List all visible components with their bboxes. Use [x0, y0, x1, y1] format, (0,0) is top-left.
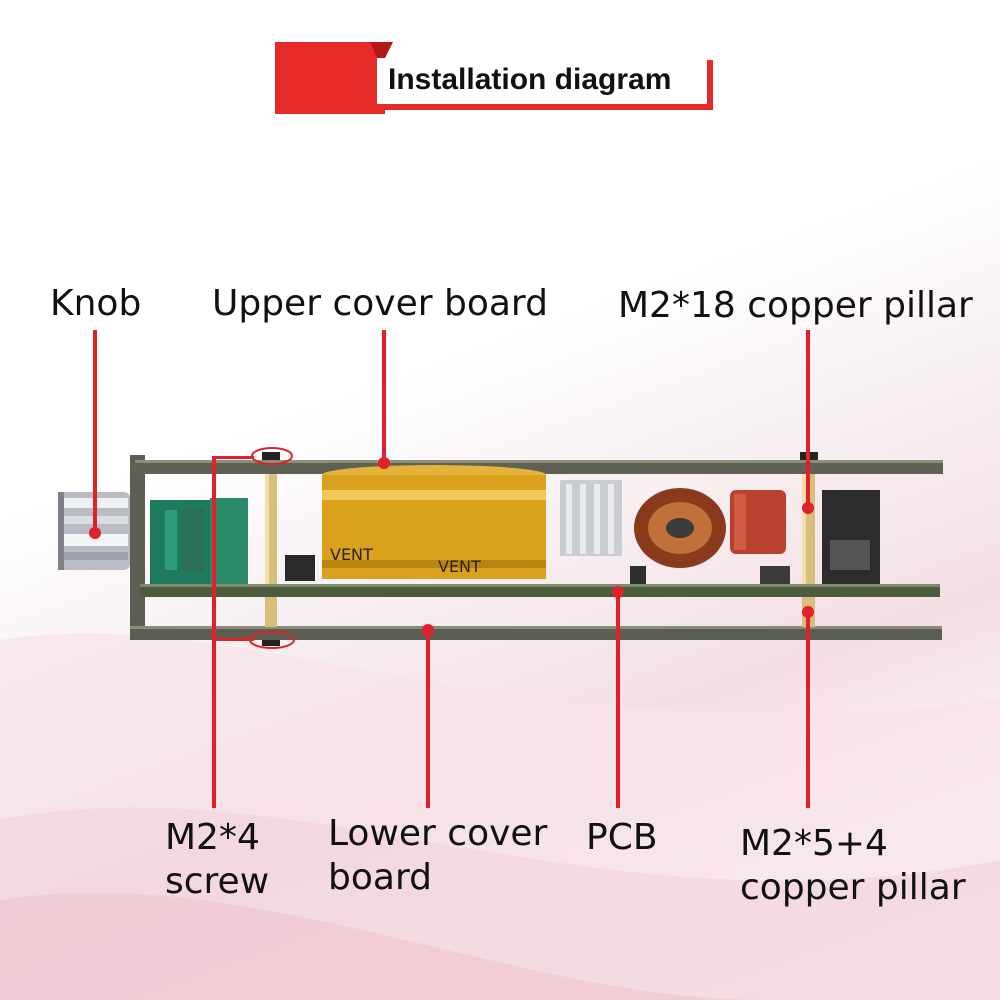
label-m2-18-copper-pillar: M2*18 copper pillar: [618, 285, 973, 326]
label-m2-5-4-copper-pillar-line2: copper pillar: [740, 867, 966, 908]
label-m2-5-4-copper-pillar-line1: M2*5+4: [740, 823, 888, 864]
lower-cover-leader: [426, 630, 430, 808]
m2-4-screw-leader-top: [212, 456, 254, 459]
m2-18-pillar-leader-dot: [802, 502, 814, 514]
label-m2-4-screw: M2*4 screw: [165, 816, 269, 904]
label-m2-5-4-copper-pillar: M2*5+4 copper pillar: [740, 822, 966, 910]
m2-4-screw-leader-bottom: [212, 638, 254, 641]
m2-4-screw-leader-vertical: [212, 456, 216, 808]
label-knob: Knob: [50, 283, 142, 324]
m2-18-pillar-leader: [806, 330, 810, 508]
knob-leader-dot: [89, 527, 101, 539]
label-lower-cover-board-line2: board: [328, 857, 432, 898]
label-m2-4-screw-line1: M2*4: [165, 817, 260, 858]
pcb-leader: [616, 592, 620, 808]
label-upper-cover-board: Upper cover board: [212, 283, 548, 324]
label-m2-4-screw-line2: screw: [165, 861, 270, 902]
upper-cover-leader-dot: [378, 457, 390, 469]
lower-cover-leader-dot: [422, 624, 434, 636]
capacitor-label-right: VENT: [438, 557, 481, 576]
label-lower-cover-board: Lower cover board: [328, 812, 547, 900]
upper-cover-leader: [382, 330, 386, 463]
page-title: Installation diagram: [388, 63, 672, 96]
knob-leader: [93, 330, 97, 533]
label-lower-cover-board-line1: Lower cover: [328, 813, 548, 854]
capacitor-label-left: VENT: [330, 545, 373, 564]
title-banner: [275, 42, 713, 114]
m2-5-4-pillar-leader-dot: [802, 606, 814, 618]
m2-5-4-pillar-leader: [806, 612, 810, 808]
pcb-leader-dot: [612, 586, 624, 598]
label-pcb: PCB: [586, 817, 658, 858]
